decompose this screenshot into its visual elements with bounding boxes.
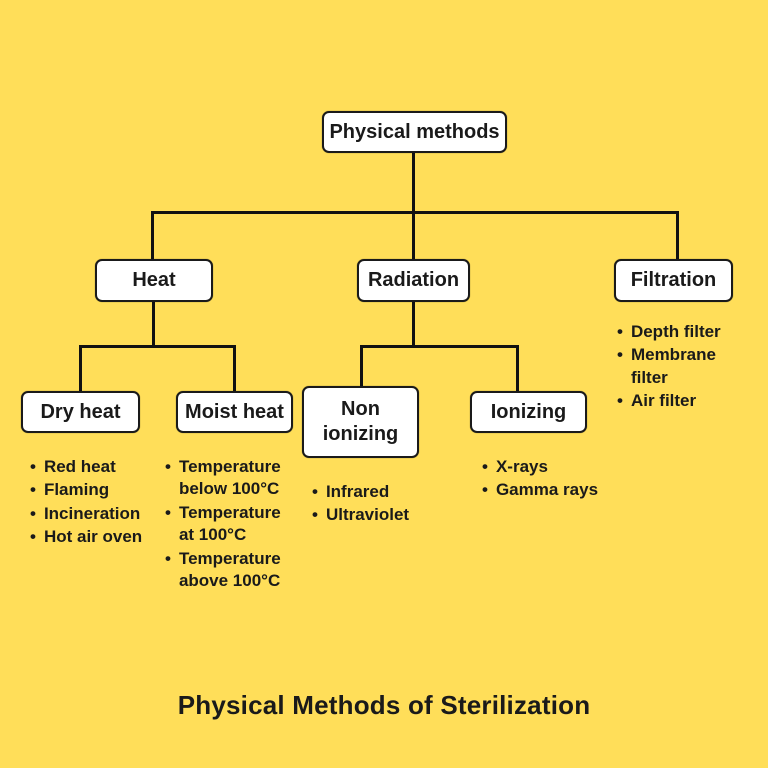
node-dry-heat: Dry heat (21, 391, 140, 433)
list-item: • Infrared (312, 481, 442, 503)
list-item-text: X-rays (495, 457, 548, 476)
list-item-text: Air filter (630, 391, 697, 411)
node-moist-heat-label: Moist heat (185, 400, 284, 423)
list-item-text: Gamma rays (495, 480, 599, 500)
list-item: • Incineration (30, 503, 165, 525)
bullet-icon: • (30, 527, 36, 547)
connector-radiation-horizontal (360, 345, 519, 348)
bullet-icon: • (617, 322, 623, 341)
list-item: • Hot air oven (30, 526, 165, 548)
list-item: • Membrane filter (617, 344, 735, 389)
list-item-text: Flaming (43, 480, 110, 500)
bullet-icon: • (30, 480, 36, 500)
node-heat: Heat (95, 259, 213, 302)
list-item: • X-rays (482, 456, 622, 478)
node-moist-heat: Moist heat (176, 391, 293, 433)
bullet-icon: • (617, 391, 623, 411)
node-non-ionizing-label: Non ionizing (322, 398, 399, 445)
list-item: • Gamma rays (482, 479, 622, 501)
non-ionizing-list: • Infrared • Ultraviolet (312, 481, 442, 528)
list-item: • Temperature below 100°C (165, 456, 297, 501)
list-item-text: Hot air oven (43, 527, 143, 547)
bullet-icon: • (312, 482, 318, 501)
node-ionizing: Ionizing (470, 391, 587, 433)
list-item: • Air filter (617, 390, 735, 412)
node-dry-heat-label: Dry heat (40, 400, 121, 423)
connector-to-radiation (412, 211, 415, 260)
filtration-list: • Depth filter • Membrane filter • Air f… (617, 321, 735, 414)
node-heat-label: Heat (132, 269, 176, 291)
list-item: • Temperature above 100°C (165, 548, 297, 593)
ionizing-list: • X-rays • Gamma rays (482, 456, 622, 503)
list-item-text: Infrared (325, 482, 390, 501)
connector-heat-horizontal (79, 345, 236, 348)
bullet-icon: • (617, 345, 623, 365)
node-filtration: Filtration (614, 259, 733, 302)
bullet-icon: • (165, 548, 171, 568)
connector-to-non-ionizing (360, 345, 363, 387)
connector-level1-horizontal (151, 211, 679, 214)
bullet-icon: • (482, 457, 488, 476)
list-item-text: Membrane filter (630, 345, 716, 387)
node-physical-methods: Physical methods (322, 111, 507, 153)
list-item-text: Depth filter (630, 322, 721, 341)
list-item: • Flaming (30, 479, 165, 501)
connector-radiation-down (412, 300, 415, 347)
bullet-icon: • (482, 480, 488, 500)
connector-to-ionizing (516, 345, 519, 392)
node-filtration-label: Filtration (630, 269, 717, 291)
list-item: • Ultraviolet (312, 504, 442, 526)
node-non-ionizing: Non ionizing (302, 386, 419, 458)
bullet-icon: • (30, 503, 36, 523)
list-item-text: Red heat (43, 457, 116, 476)
list-item-text: Ultraviolet (325, 505, 410, 525)
diagram-title: Physical Methods of Sterilization (177, 690, 591, 720)
node-radiation-label: Radiation (367, 269, 460, 291)
list-item-text: Incineration (43, 503, 141, 523)
list-item: • Red heat (30, 456, 165, 478)
list-item-text: Temperature below 100°C (178, 457, 281, 499)
moist-heat-list: • Temperature below 100°C • Temperature … (165, 456, 297, 594)
connector-heat-down (152, 300, 155, 347)
list-item: • Depth filter (617, 321, 735, 343)
connector-to-filtration (676, 211, 679, 260)
bullet-icon: • (165, 502, 171, 522)
connector-to-dry-heat (79, 345, 82, 392)
node-physical-methods-label: Physical methods (329, 120, 500, 143)
list-item-text: Temperature above 100°C (178, 548, 281, 591)
connector-root-down (412, 152, 415, 213)
list-item-text: Temperature at 100°C (178, 502, 281, 545)
bullet-icon: • (312, 505, 318, 525)
bullet-icon: • (165, 457, 171, 476)
node-ionizing-label: Ionizing (490, 400, 567, 423)
connector-to-heat (151, 211, 154, 260)
dry-heat-list: • Red heat • Flaming • Incineration • Ho… (30, 456, 165, 550)
connector-to-moist-heat (233, 345, 236, 392)
node-radiation: Radiation (357, 259, 470, 302)
list-item: • Temperature at 100°C (165, 502, 297, 547)
bullet-icon: • (30, 457, 36, 476)
